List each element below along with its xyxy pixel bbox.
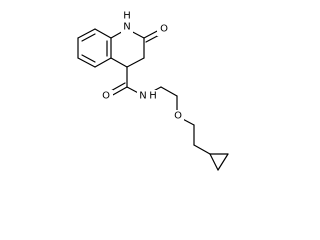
bond bbox=[110, 57, 128, 68]
bond bbox=[94, 57, 112, 68]
nitrogen-label: N bbox=[139, 91, 146, 102]
cyclopropyl-ring bbox=[209, 153, 229, 171]
lactam-oxygen-label: O bbox=[157, 23, 169, 36]
nitrogen-label: N bbox=[123, 22, 130, 33]
benzene-ring bbox=[77, 28, 112, 68]
bond bbox=[217, 153, 229, 171]
bond bbox=[77, 28, 96, 39]
bond-double-inner bbox=[81, 54, 96, 63]
lactam-ring bbox=[110, 28, 164, 68]
lactam-nh-label: H N bbox=[121, 11, 133, 35]
amide-nh-label: N H bbox=[137, 90, 159, 103]
bond-double bbox=[110, 86, 128, 97]
bond bbox=[193, 144, 211, 155]
hydrogen-label: H bbox=[149, 91, 157, 102]
bond bbox=[94, 28, 112, 39]
bond bbox=[77, 57, 96, 68]
oxygen-label: O bbox=[174, 111, 182, 122]
ether-oxygen-label: O bbox=[172, 110, 184, 123]
bond bbox=[126, 57, 145, 68]
amide-oxygen-label: O bbox=[101, 90, 113, 103]
bond-double-inner bbox=[81, 33, 96, 42]
bond bbox=[160, 86, 178, 97]
molecule-structure-diagram: H N O O N H O bbox=[77, 11, 229, 171]
oxygen-label: O bbox=[160, 24, 168, 35]
oxygen-label: O bbox=[102, 91, 110, 102]
bond bbox=[209, 153, 219, 171]
hydrogen-label: H bbox=[123, 11, 131, 22]
